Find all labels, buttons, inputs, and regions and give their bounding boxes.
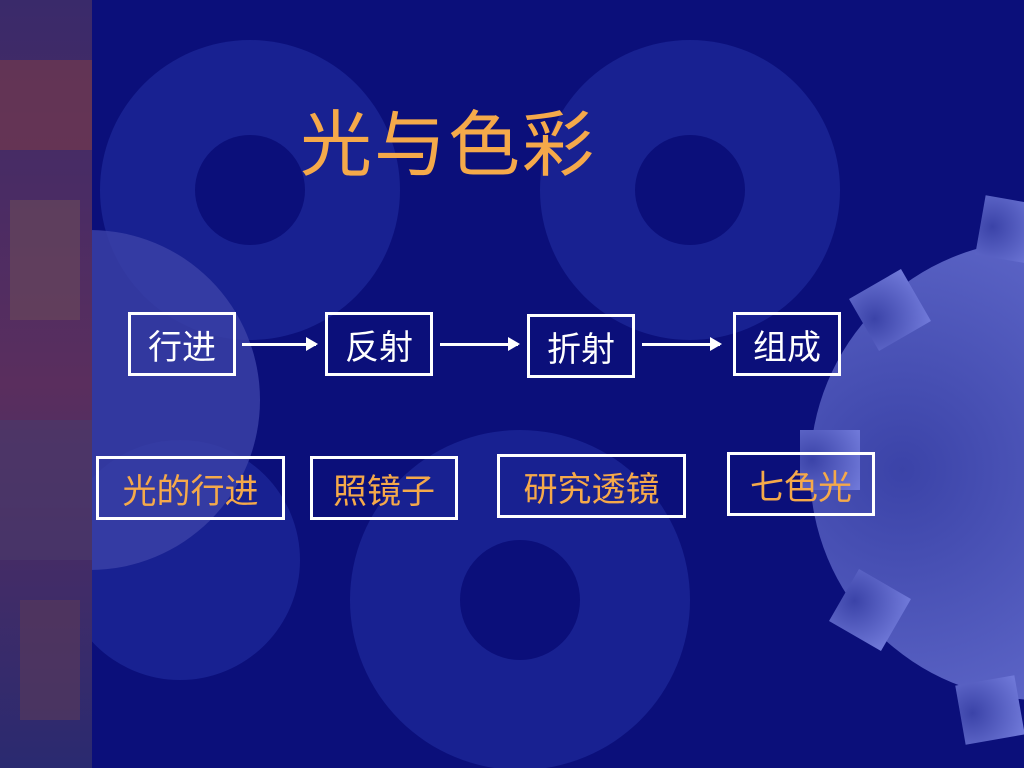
- step-box-travel: 行进: [128, 312, 236, 376]
- topic-box-lens: 研究透镜: [497, 454, 686, 518]
- step-box-refraction: 折射: [527, 314, 635, 378]
- step-box-reflection: 反射: [325, 312, 433, 376]
- topic-box-mirror: 照镜子: [310, 456, 458, 520]
- arrow-1: [242, 337, 318, 351]
- slide-title: 光与色彩: [300, 103, 597, 187]
- topic-box-seven-colors: 七色光: [727, 452, 875, 516]
- step-box-composition: 组成: [733, 312, 841, 376]
- arrow-2: [440, 337, 520, 351]
- topic-box-light-travel: 光的行进: [96, 456, 285, 520]
- arrow-3: [642, 337, 722, 351]
